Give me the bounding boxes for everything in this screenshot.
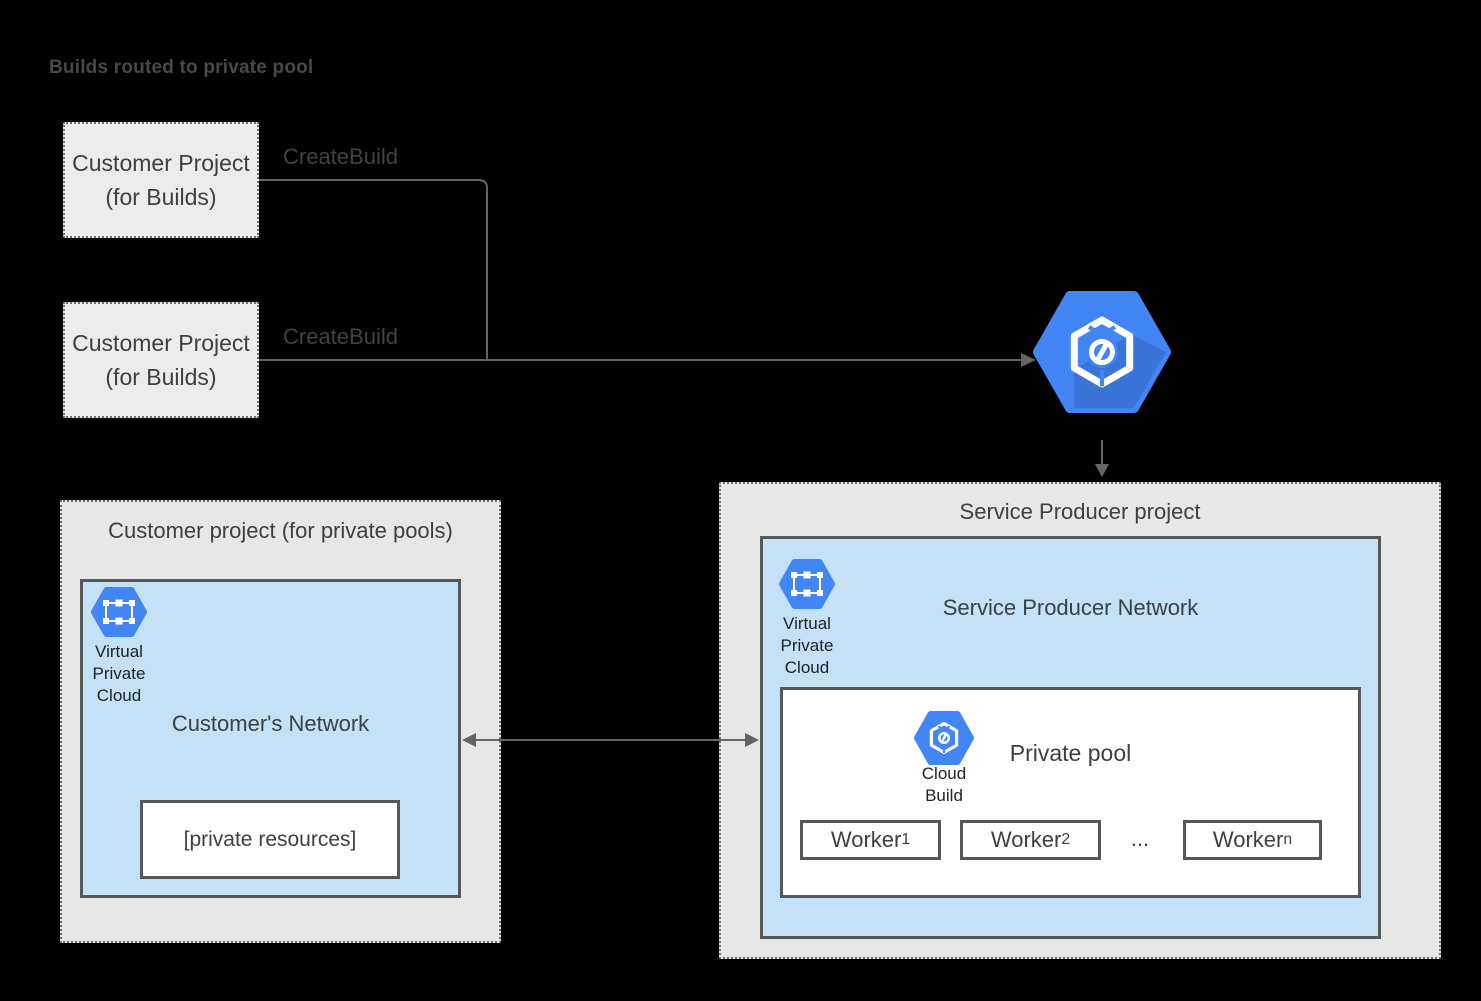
private-resources-box: [private resources] [140, 800, 400, 879]
private-pool-title: Private pool [1009, 740, 1132, 766]
cloud-build-icon [1033, 291, 1171, 413]
cloud-build-icon-label: Cloud Build [921, 764, 967, 805]
box-label-line1: Customer Project [72, 150, 250, 176]
service-producer-project-title: Service Producer project [959, 499, 1201, 524]
service-producer-network-title: Service Producer Network [942, 595, 1199, 620]
customer-network-title: Customer's Network [171, 711, 370, 736]
customer-build-project-box-2: Customer Project (for Builds) [63, 302, 259, 418]
vpc-icon-label-service: Virtual Private Cloud [780, 614, 834, 677]
box-label-line1: Customer Project [72, 330, 250, 356]
workers-ellipsis: ... [1130, 826, 1150, 851]
arrowhead-into-cloud-build [1021, 353, 1036, 367]
box-label-line2: (for Builds) [105, 184, 217, 210]
box-label-line2: (for Builds) [105, 364, 217, 390]
createbuild-label-1: CreateBuild [283, 144, 398, 169]
customer-build-project-box-1: Customer Project (for Builds) [63, 122, 259, 238]
customer-pool-project-title: Customer project (for private pools) [108, 518, 453, 543]
arrowhead-down [1095, 464, 1109, 477]
private-pool-box [780, 687, 1361, 898]
diagram-title: Builds routed to private pool [49, 57, 314, 78]
createbuild-label-2: CreateBuild [283, 324, 398, 349]
vpc-icon-label-customer: Virtual Private Cloud [92, 642, 146, 705]
